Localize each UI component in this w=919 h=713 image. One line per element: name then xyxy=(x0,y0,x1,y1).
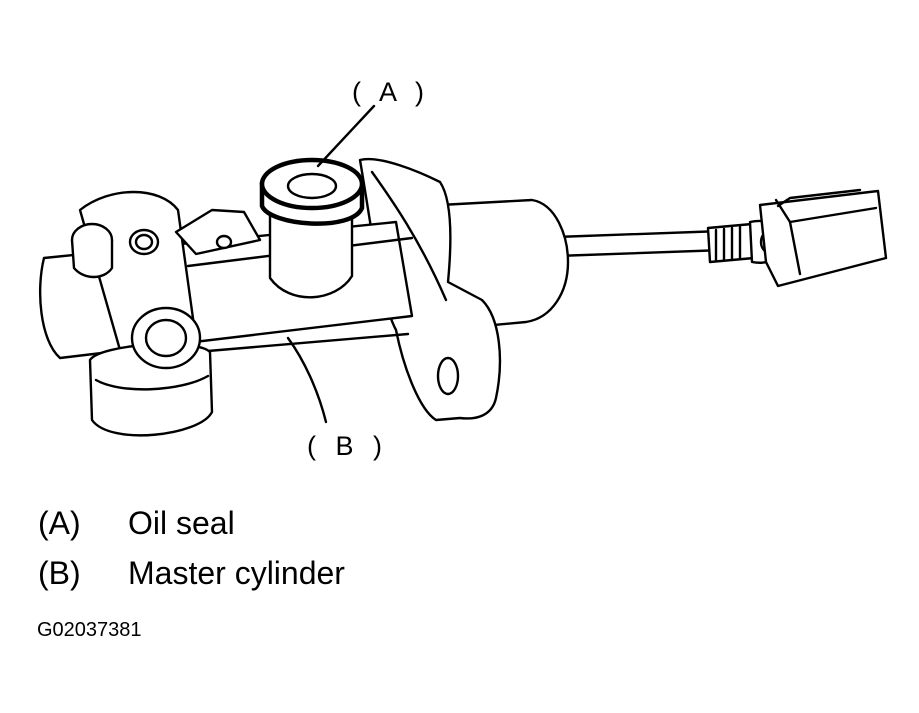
callout-a: ( A ) xyxy=(352,77,430,107)
figure-id: G02037381 xyxy=(37,619,142,641)
legend-item-oil-seal: (A) Oil seal xyxy=(38,507,235,539)
callout-b: ( B ) xyxy=(307,431,388,461)
legend-text: Oil seal xyxy=(128,505,235,541)
legend-key: (A) xyxy=(38,505,81,541)
legend-key: (B) xyxy=(38,555,81,591)
leader-line-b xyxy=(286,336,328,424)
master-cylinder-body xyxy=(39,157,570,437)
push-rod-assembly xyxy=(554,188,888,288)
legend-item-master-cylinder: (B) Master cylinder xyxy=(38,557,345,589)
oil-seal xyxy=(259,157,365,226)
legend-text: Master cylinder xyxy=(128,555,345,591)
leader-line-a xyxy=(316,104,376,168)
